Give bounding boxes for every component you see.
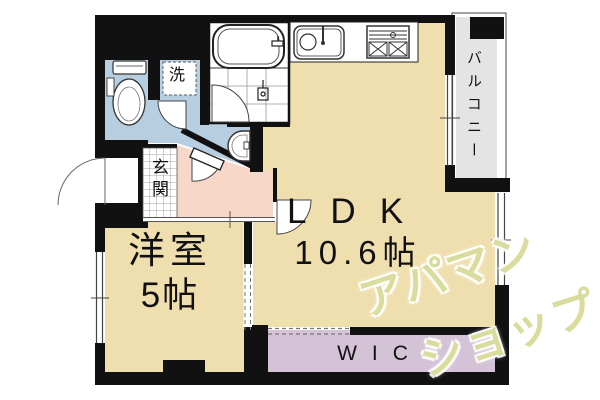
room-fills xyxy=(105,12,507,372)
kitchen-sink-icon xyxy=(293,25,345,60)
bathtub-icon xyxy=(212,24,285,69)
room-balcony xyxy=(456,17,497,178)
ldk-size: 10.6帖 xyxy=(294,234,422,271)
room-ldk xyxy=(253,22,495,327)
shower-faucet-icon xyxy=(257,80,269,101)
entrance-door-arc xyxy=(57,157,106,206)
kitchen xyxy=(289,21,419,63)
room-bedroom xyxy=(105,222,244,372)
bedroom-window xyxy=(91,252,109,343)
ldk-door-arc xyxy=(276,199,312,235)
wic-label: WIC xyxy=(337,342,423,365)
ldk-label: LDK xyxy=(286,192,428,231)
bathroom xyxy=(207,20,291,125)
bedroom-size: 5帖 xyxy=(140,276,200,315)
windows xyxy=(91,75,511,343)
washroom-door xyxy=(189,147,225,182)
entrance-label: 玄関 xyxy=(149,158,168,202)
washbasin-icon xyxy=(227,130,251,162)
balcony-window xyxy=(440,75,460,166)
laundry-label: 洗 xyxy=(169,67,186,84)
gas-stove-icon xyxy=(366,25,410,59)
bedroom-label: 洋室 xyxy=(128,230,212,271)
doors xyxy=(57,100,312,235)
sliding-partition xyxy=(243,222,252,330)
balcony-label: バルコニー xyxy=(465,50,482,165)
bathroom-door-arc xyxy=(211,84,250,123)
entrance-tile xyxy=(142,147,178,219)
room-wic xyxy=(268,330,495,372)
ldk-side-window xyxy=(491,193,511,285)
bedroom-slider xyxy=(143,211,275,228)
walls xyxy=(95,15,510,385)
washer-space xyxy=(162,61,197,96)
toilet-icon xyxy=(106,60,147,126)
toilet-door-arc xyxy=(157,100,187,130)
